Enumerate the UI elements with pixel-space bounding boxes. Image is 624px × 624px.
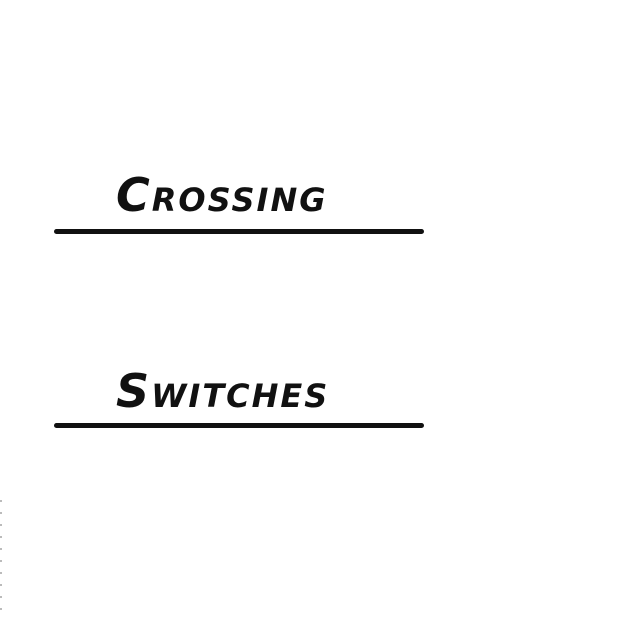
underline-switches (54, 423, 424, 428)
heading-crossing: Crossing (116, 168, 328, 222)
edge-dots (0, 500, 2, 620)
heading-switches: Switches (116, 364, 330, 418)
underline-crossing (54, 229, 424, 234)
